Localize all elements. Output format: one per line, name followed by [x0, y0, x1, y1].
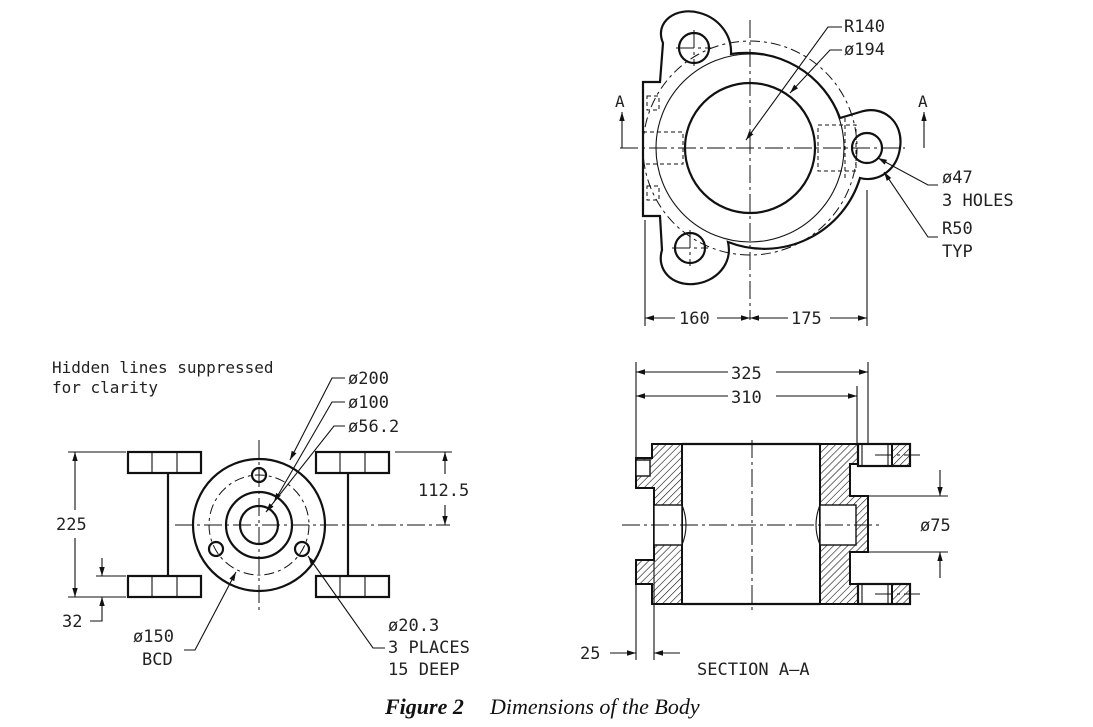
figure-caption: Figure 2 Dimensions of the Body	[384, 694, 700, 719]
d75-label: ø75	[920, 516, 951, 536]
caption-text: Dimensions of the Body	[489, 694, 700, 719]
dim-325: 325	[731, 364, 762, 384]
dim-25: 25	[580, 644, 600, 664]
bcd-label: BCD	[142, 650, 173, 670]
hole-deep-label: 15 DEEP	[388, 660, 460, 680]
d194-label: ø194	[844, 40, 885, 60]
front-view: Hidden lines suppressed for clarity	[52, 358, 470, 680]
d47-label: ø47	[942, 168, 973, 188]
dim-160: 160	[679, 309, 710, 329]
bcd-d150-label: ø150	[133, 627, 174, 647]
hidden-lines-note-1: Hidden lines suppressed	[52, 358, 274, 377]
section-marker-right: A	[918, 92, 928, 111]
section-view: 325 310 ø75	[580, 362, 951, 680]
top-view: A A R140 ø194 ø47 3 HOLES R50 TYP 160 17…	[615, 10, 1014, 329]
d100-label: ø100	[348, 393, 389, 413]
dim-175: 175	[791, 309, 822, 329]
d200-label: ø200	[348, 369, 389, 389]
caption-label: Figure 2	[384, 694, 464, 719]
dim-32: 32	[62, 612, 82, 632]
hidden-lines-note-2: for clarity	[52, 378, 158, 397]
section-marker-left: A	[615, 92, 625, 111]
dim-112-5: 112.5	[418, 481, 469, 501]
front-view-hole-2	[207, 540, 225, 558]
typ-label: TYP	[942, 242, 973, 262]
dim-310: 310	[731, 388, 762, 408]
d56-label: ø56.2	[348, 417, 399, 437]
hole-places-label: 3 PLACES	[388, 638, 470, 658]
hole-d20-label: ø20.3	[388, 616, 439, 636]
dim-225: 225	[56, 515, 87, 535]
front-view-hole-3	[293, 540, 311, 558]
section-title: SECTION A—A	[697, 660, 810, 680]
r50-label: R50	[942, 219, 973, 239]
holes-label: 3 HOLES	[942, 191, 1014, 211]
r140-label: R140	[844, 17, 885, 37]
